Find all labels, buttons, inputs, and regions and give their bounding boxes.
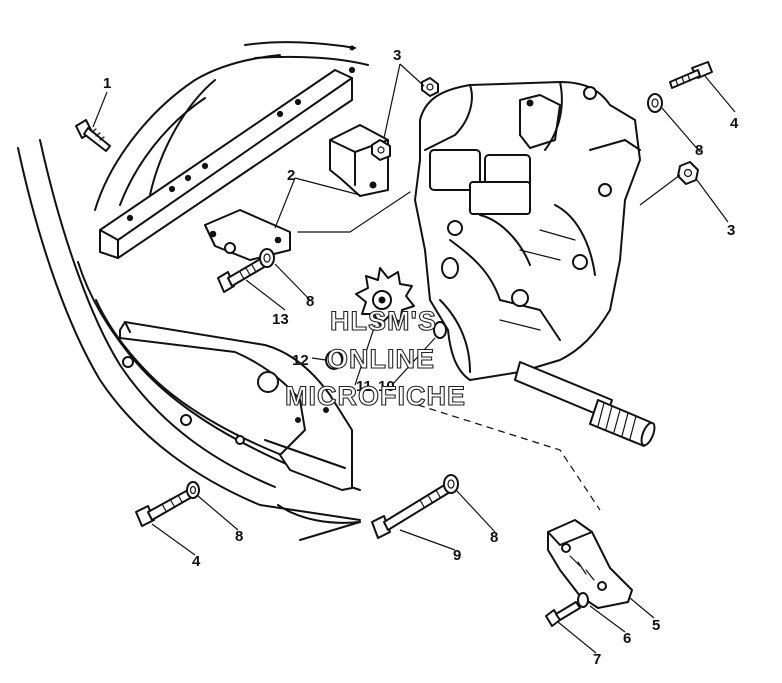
watermark: HLSM'S ONLINE MICROFICHE <box>284 305 466 411</box>
callout-2: 2 <box>287 167 295 184</box>
callout-10: 10 <box>378 378 395 395</box>
alignment-lines <box>297 191 601 511</box>
callout-9: 9 <box>453 547 461 564</box>
callout-11: 11 <box>356 378 372 395</box>
watermark-line-1: HLSM'S <box>330 306 437 336</box>
bolt-4-lower <box>135 489 193 527</box>
washer-8-bolt9 <box>443 474 459 494</box>
upper-mounting-rail <box>99 45 356 259</box>
callout-1: 1 <box>103 75 111 92</box>
transmission-housing <box>414 81 641 381</box>
bolt-4-right <box>669 61 713 89</box>
washer-6 <box>577 592 589 608</box>
bolt-13 <box>217 257 267 293</box>
watermark-line-2: ONLINE <box>327 344 435 374</box>
frame-tubes <box>17 41 369 541</box>
callout-8-lower: 8 <box>235 528 243 545</box>
washer-8-lower <box>186 481 200 499</box>
callout-8-right: 8 <box>695 142 703 159</box>
callout-6: 6 <box>623 630 631 647</box>
callout-labels: 1 3 4 8 3 2 13 8 12 11 10 4 8 9 8 5 6 7 <box>103 47 739 668</box>
drive-sprocket <box>355 267 415 326</box>
bolt-7 <box>545 601 581 627</box>
callout-13: 13 <box>272 311 289 328</box>
tensioner-bracket <box>547 519 633 609</box>
washer-8-bolt13 <box>259 248 275 268</box>
callout-leaders <box>92 63 736 654</box>
bracket-lower <box>204 209 291 261</box>
callout-4-lower: 4 <box>192 553 201 570</box>
bolt-9 <box>371 483 451 539</box>
spacer-washer <box>325 257 459 370</box>
callout-8-bolt9: 8 <box>490 529 498 546</box>
nut-3-right <box>677 161 699 185</box>
callout-3-right: 3 <box>727 222 735 239</box>
bolt-1 <box>75 119 111 152</box>
callout-3-top: 3 <box>393 47 401 64</box>
callout-5: 5 <box>652 617 660 634</box>
callout-12: 12 <box>292 352 309 369</box>
nut-3-bracket <box>371 139 391 161</box>
nut-3-top <box>421 77 439 97</box>
output-shaft <box>514 361 656 447</box>
watermark-line-3: MICROFICHE <box>285 381 466 411</box>
washer-8-right <box>647 93 663 113</box>
guard-plate <box>119 321 353 491</box>
callout-8-bolt13: 8 <box>306 293 314 310</box>
callout-4-right: 4 <box>730 115 739 132</box>
callout-7: 7 <box>593 651 601 668</box>
